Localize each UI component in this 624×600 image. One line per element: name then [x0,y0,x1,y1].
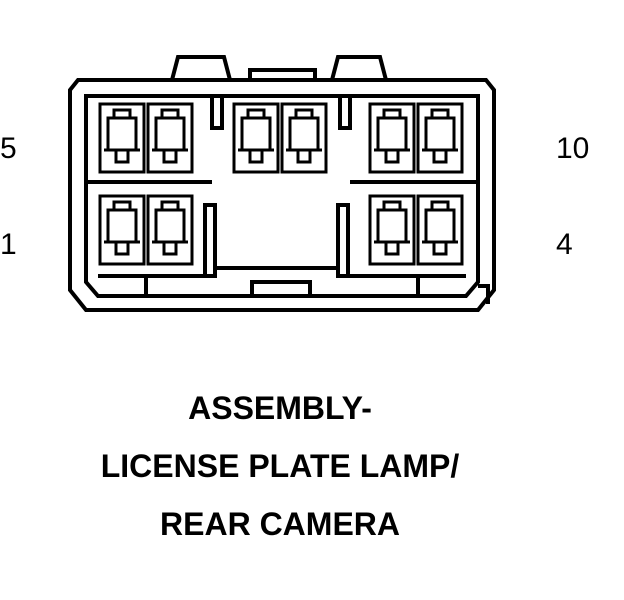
connector-housing [68,55,496,312]
cavity-outline [376,116,408,152]
cavity-outline [382,200,402,212]
cavity-outline [430,200,450,212]
cavity-outline [98,102,146,174]
cavity-outline [162,150,178,164]
pin-label-5: 5 [0,132,17,165]
terminal-cavity-bottom-2 [146,194,194,266]
cavity-outline [294,108,314,120]
cavity-outline [146,102,194,174]
inner-wall [84,94,480,298]
top-notch-left [210,96,224,130]
cavity-outline [106,208,138,244]
cavity-outline [154,208,186,244]
terminal-cavities [98,102,464,266]
cavity-outline [98,194,146,266]
cavity-outline [246,108,266,120]
cavity-outline [424,208,456,244]
pin-label-4: 4 [556,228,573,261]
cavity-outline [162,242,178,256]
caption-line-3: REAR CAMERA [160,506,400,542]
cavity-outline [288,116,320,152]
pin-label-10: 10 [556,132,589,165]
terminal-cavity-top-1 [98,102,146,174]
lock-tab-center [248,68,317,80]
pin-labels: 5 10 1 4 [0,132,589,261]
terminal-cavity-bottom-1 [98,194,146,266]
cavity-outline [112,108,132,120]
cavity-outline [296,150,312,164]
cavity-outline [430,108,450,120]
lock-tab-left [170,55,232,81]
terminal-cavity-top-6 [416,102,464,174]
cavity-outline [146,194,194,266]
cavity-outline [384,150,400,164]
center-post-right [336,203,350,278]
pin-label-1: 1 [0,228,17,261]
cavity-outline [114,242,130,256]
outer-shell [68,78,496,312]
cavity-outline [160,200,180,212]
cavity-outline [368,194,416,266]
cavity-outline [382,108,402,120]
right-ledge [478,284,490,304]
cavity-outline [432,242,448,256]
cavity-outline [240,116,272,152]
cavity-outline [154,116,186,152]
cavity-outline [232,102,280,174]
terminal-cavity-top-2 [146,102,194,174]
cavity-outline [432,150,448,164]
cavity-outline [368,102,416,174]
cavity-outline [106,116,138,152]
cavity-outline [416,102,464,174]
top-notch-right [338,96,352,130]
terminal-cavity-top-4 [280,102,328,174]
terminal-cavity-top-3 [232,102,280,174]
cavity-outline [248,150,264,164]
cavity-outline [280,102,328,174]
caption-line-2: LICENSE PLATE LAMP/ [100,448,460,484]
terminal-cavity-bottom-4 [416,194,464,266]
center-key [250,280,312,296]
cavity-outline [376,208,408,244]
cavity-outline [114,150,130,164]
cavity-outline [416,194,464,266]
terminal-cavity-top-5 [368,102,416,174]
center-post-left [203,203,217,278]
cavity-outline [424,116,456,152]
lock-tab-right [330,55,388,81]
cavity-outline [384,242,400,256]
caption-line-1: ASSEMBLY- [188,390,372,426]
terminal-cavity-bottom-3 [368,194,416,266]
cavity-outline [112,200,132,212]
cavity-outline [160,108,180,120]
